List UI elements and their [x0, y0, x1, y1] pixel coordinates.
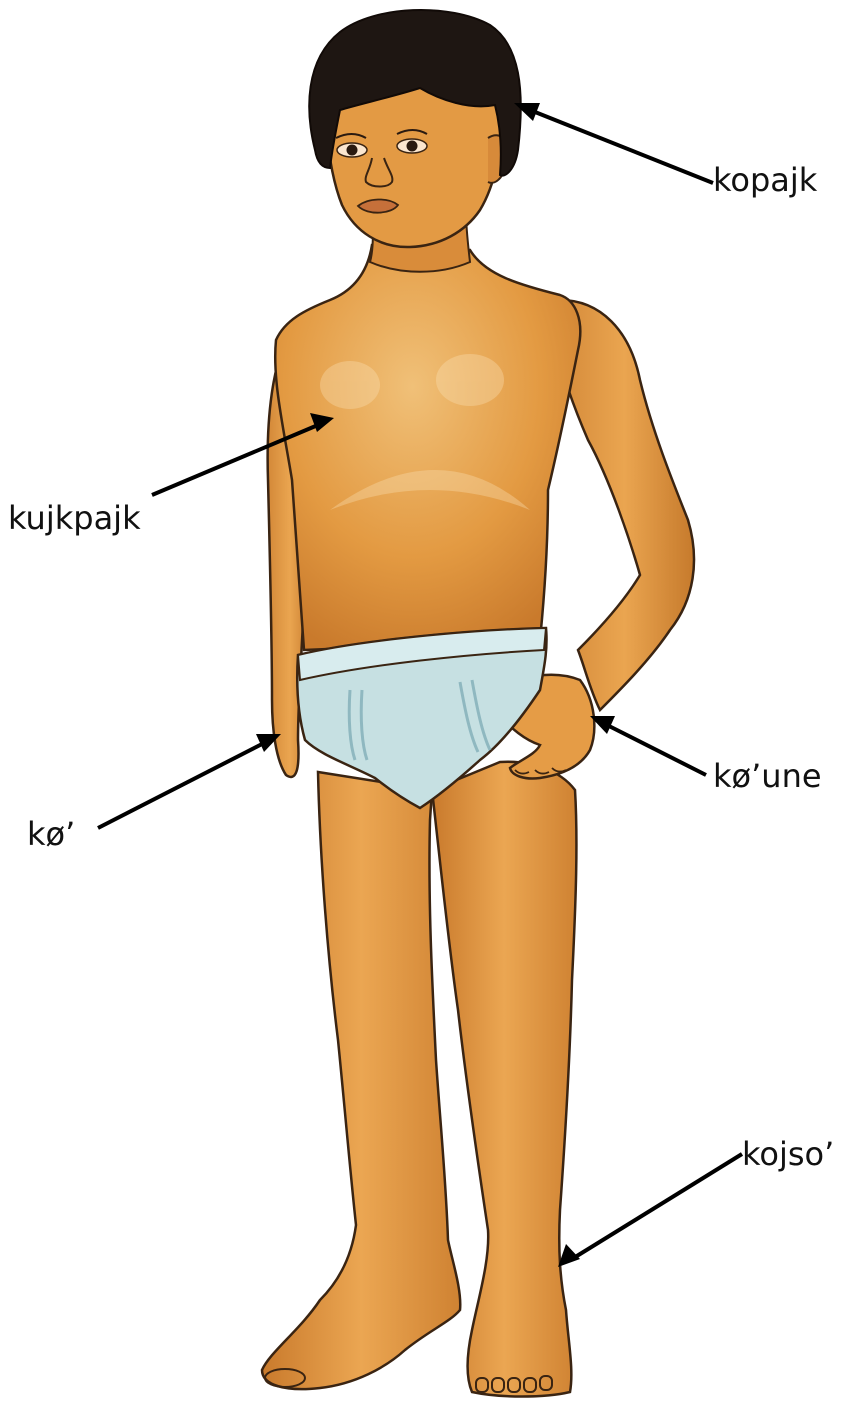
label-kujkpajk: kujkpajk — [8, 502, 141, 534]
arrow-kopajk — [530, 110, 713, 183]
arrow-kojso — [572, 1154, 742, 1259]
label-kopajk: kopajk — [713, 164, 817, 196]
label-kojso: kojso’ — [742, 1138, 834, 1170]
label-koune: kø’une — [713, 760, 822, 792]
torso — [275, 245, 580, 650]
label-ko: kø’ — [27, 818, 75, 850]
arrow-ko — [98, 742, 266, 828]
arrow-koune — [605, 724, 706, 775]
mouth — [358, 199, 398, 212]
arrow-kojso-head — [558, 1244, 580, 1267]
left-leg — [262, 772, 460, 1389]
